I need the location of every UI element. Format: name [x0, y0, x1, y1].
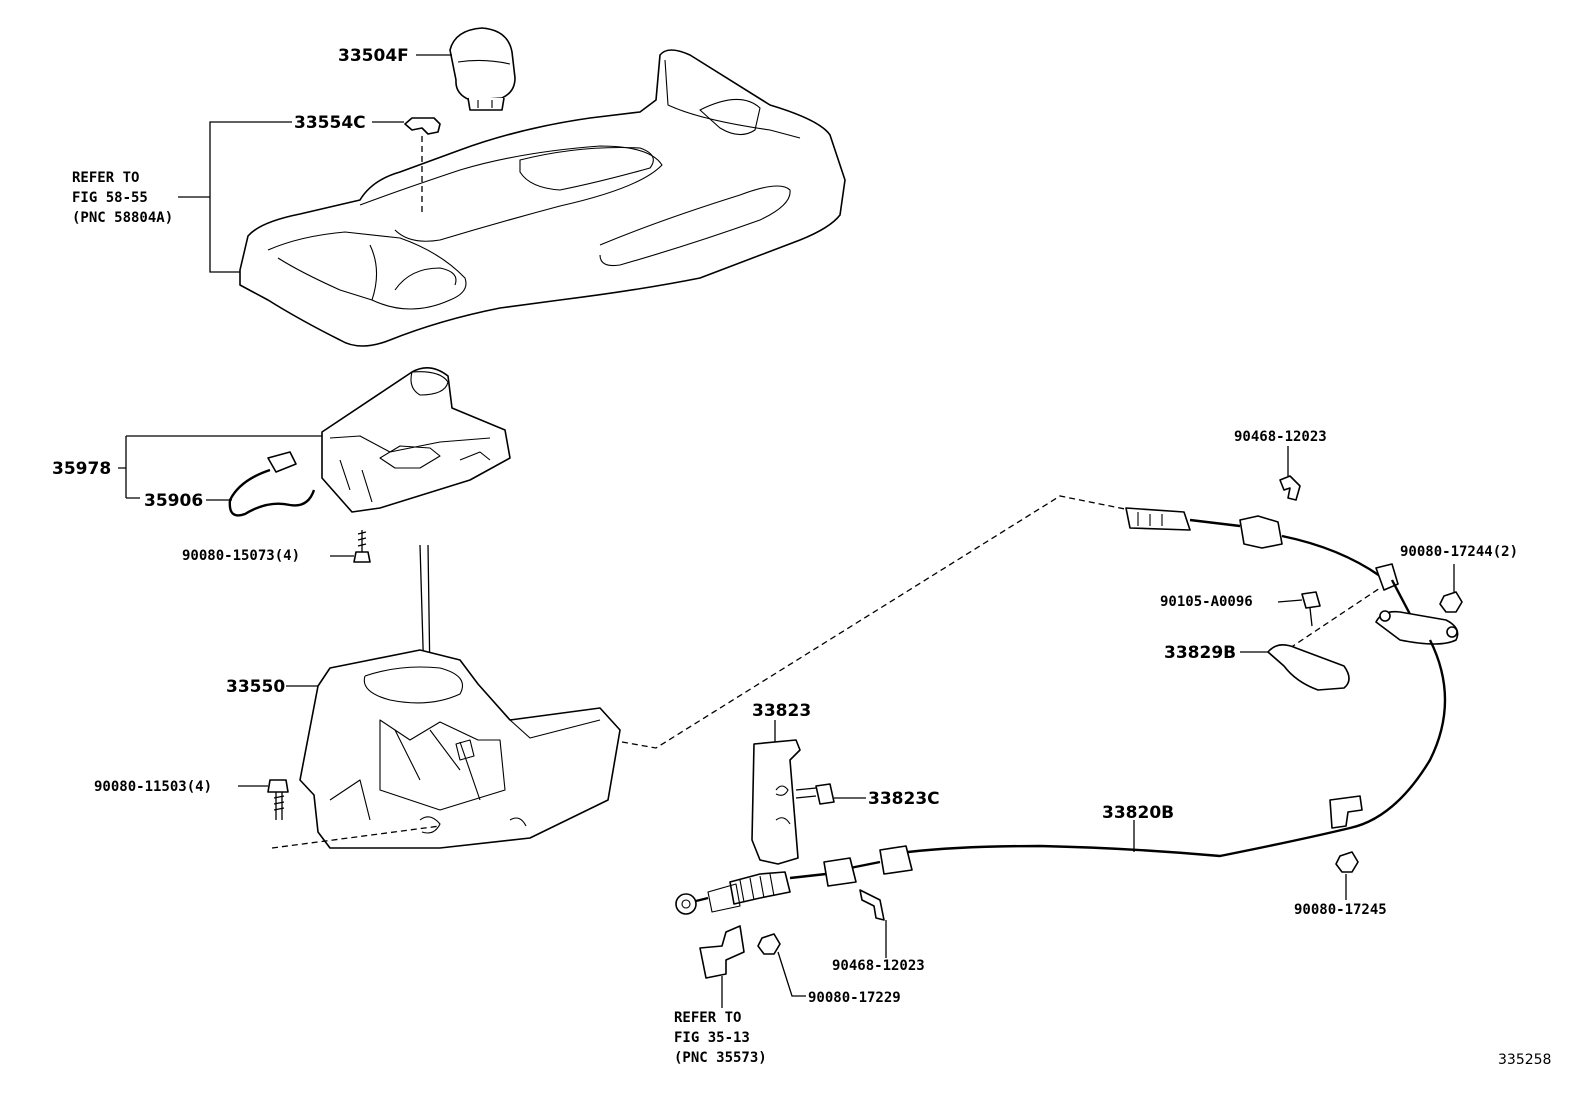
label-33829B: 33829B: [1164, 643, 1236, 663]
dashed-leader-lines: [271, 495, 1381, 849]
bracket-bolt-drawing: [795, 783, 835, 805]
refer-bracket-line1: REFER TO: [674, 1010, 741, 1026]
lower-nut-drawing: [757, 933, 781, 955]
shift-housing-drawing: [321, 367, 511, 513]
refer-console-line3: (PNC 58804A): [72, 210, 173, 226]
label-35978: 35978: [52, 459, 111, 479]
label-33550: 33550: [226, 677, 285, 697]
bezel-clip-drawing: [404, 117, 441, 215]
cable-bracket-drawing: [751, 739, 801, 865]
refer-bracket-line3: (PNC 35573): [674, 1050, 767, 1066]
label-33820B: 33820B: [1102, 803, 1174, 823]
label-90080-11503: 90080-11503(4): [94, 779, 212, 795]
console-panel-drawing: [239, 49, 846, 347]
label-90080-17229: 90080-17229: [808, 990, 901, 1006]
shift-knob-drawing: [449, 27, 516, 111]
shift-lever-drawing: [299, 544, 621, 849]
figure-id: 335258: [1498, 1052, 1551, 1068]
label-90468-12023-lower: 90468-12023: [832, 958, 925, 974]
refer-console-line2: FIG 58-55: [72, 190, 148, 206]
lever-bolt-drawing: [267, 779, 289, 820]
label-90080-17244: 90080-17244(2): [1400, 544, 1518, 560]
label-33504F: 33504F: [338, 46, 409, 66]
harness-drawing: [228, 451, 316, 517]
label-33823: 33823: [752, 701, 811, 721]
control-cable-drawing: [675, 507, 1459, 915]
label-33823C: 33823C: [868, 789, 940, 809]
label-33554C: 33554C: [294, 113, 366, 133]
refer-console-line1: REFER TO: [72, 170, 139, 186]
upper-nut-drawing: [1439, 591, 1463, 613]
refer-bracket-line2: FIG 35-13: [674, 1030, 750, 1046]
upper-clip-drawing: [1279, 475, 1301, 501]
label-35906: 35906: [144, 491, 203, 511]
label-90468-12023-upper: 90468-12023: [1234, 429, 1327, 445]
label-90080-15073: 90080-15073(4): [182, 548, 300, 564]
screw-drawing: [353, 530, 371, 563]
refer-bracket-drawing: [699, 925, 745, 979]
label-90105-A0096: 90105-A0096: [1160, 594, 1253, 610]
bracket-nut-drawing: [1335, 851, 1359, 873]
lower-clip-drawing: [859, 889, 885, 921]
upper-bolt-drawing: [1301, 591, 1321, 627]
leader-lines: [118, 54, 1455, 1008]
label-90080-17245: 90080-17245: [1294, 902, 1387, 918]
grommet-drawing: [1267, 644, 1350, 691]
